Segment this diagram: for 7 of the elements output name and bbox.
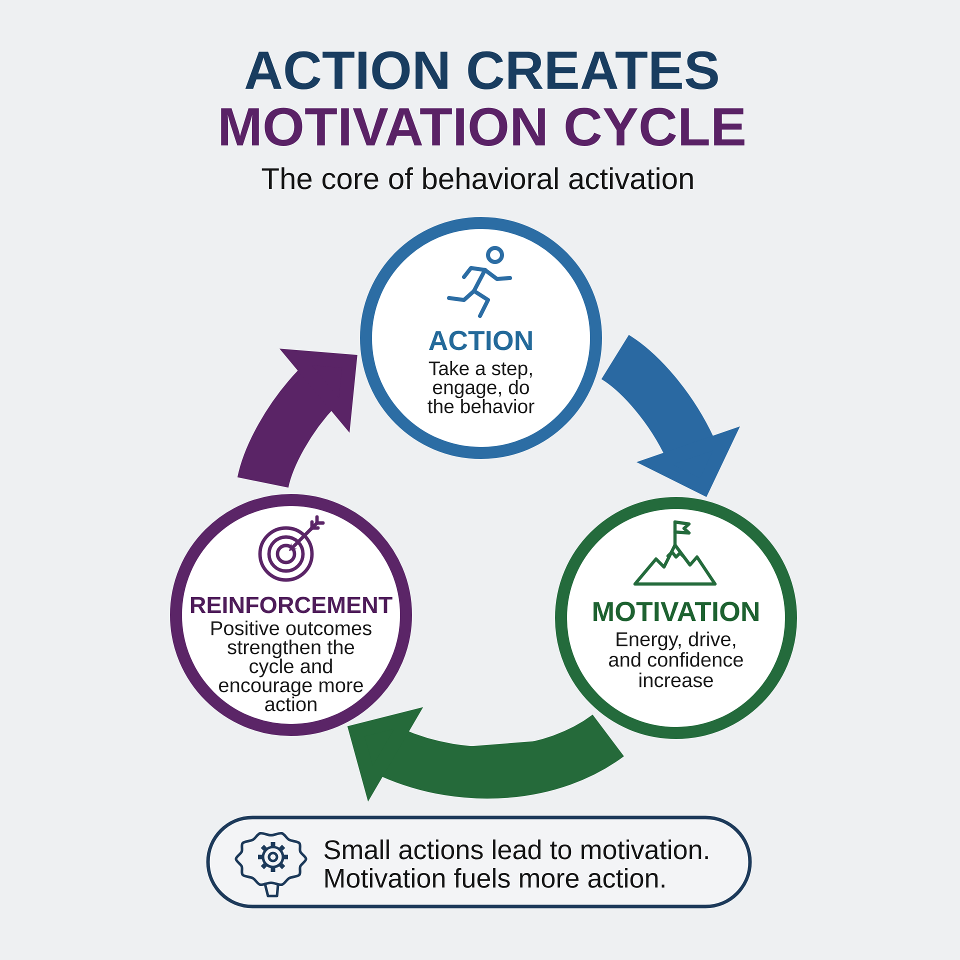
step-description: Positive outcomes strengthen the cycle and encourage more action bbox=[212, 620, 372, 712]
note-text: Small actions lead to motivation. Motivation fuels more action. bbox=[324, 839, 708, 888]
step-title: ACTION bbox=[429, 330, 532, 350]
step-title: REINFORCEMENT bbox=[190, 596, 392, 614]
step-description: Take a step, engage, do the behavior bbox=[428, 360, 534, 414]
subtitle: The core of behavioral activation bbox=[262, 167, 693, 190]
title: ACTION CREATES MOTIVATION CYCLE bbox=[221, 51, 744, 146]
